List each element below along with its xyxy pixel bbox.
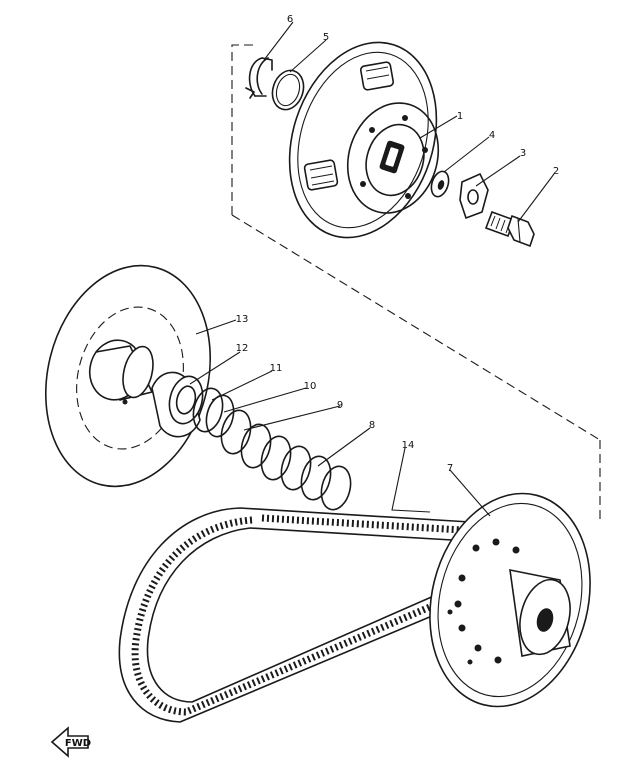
label-part-5: 5 [323,32,329,43]
forward-marker-text: FWD [65,738,91,749]
washer [430,170,450,198]
label-part-6: 6 [287,14,293,25]
forward-arrow-icon: FWD [50,726,91,758]
drive-belt [118,507,471,723]
label-part-12: 12 [236,343,249,354]
thrust-rings [192,387,235,438]
boundary-lines [231,44,601,520]
label-part-2: 2 [553,166,559,177]
label-part-1: 1 [457,111,463,122]
label-part-10: 10 [304,381,317,392]
bolt [484,210,535,248]
label-part-11: 11 [270,363,283,374]
primary-sheave [288,41,440,239]
label-part-7: 7 [447,463,453,474]
lock-plate [459,172,489,220]
label-part-3: 3 [520,148,526,159]
label-part-8: 8 [369,420,375,431]
circlip-ring [271,69,305,111]
compression-spring [220,409,352,511]
label-part-4: 4 [489,130,495,141]
leader-lines [189,21,555,517]
part-labels: 6 5 1 4 3 2 13 12 11 10 9 8 14 7 [236,14,560,474]
label-part-14: 14 [402,440,415,451]
label-part-13: 13 [236,314,249,325]
fixed-sheave [44,264,212,488]
bushing [151,371,204,438]
sliding-sheave [429,492,591,708]
label-part-9: 9 [337,400,343,411]
retaining-clip [245,57,273,99]
